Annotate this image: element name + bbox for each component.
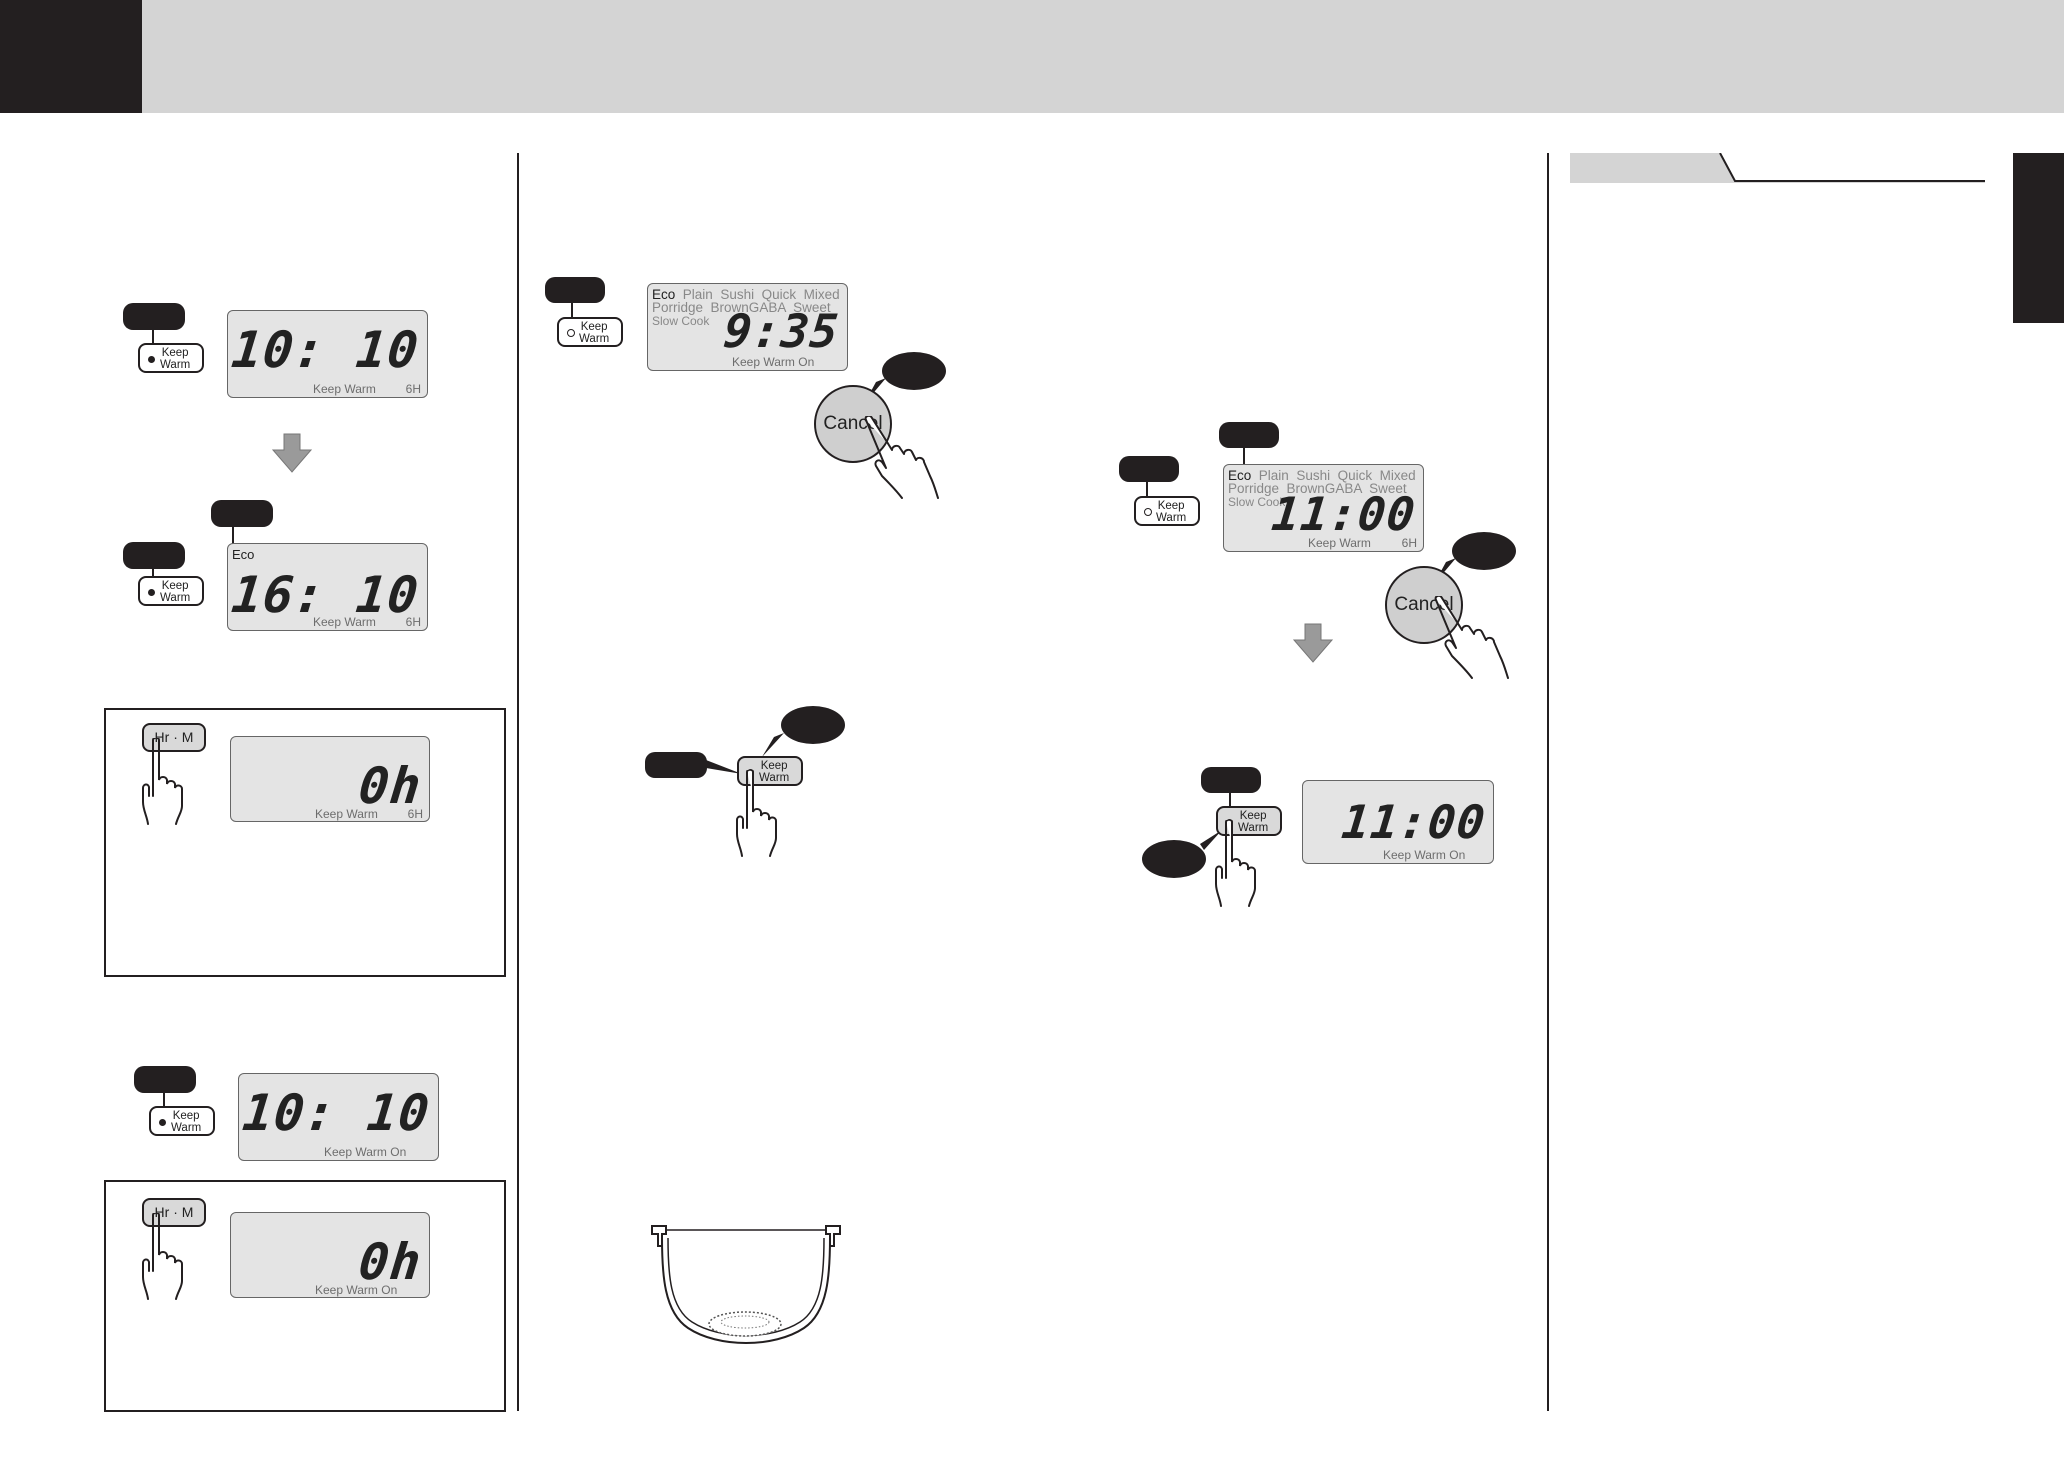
keep-warm-indicator-icon: [148, 589, 155, 596]
speech-bubble: [1142, 840, 1206, 878]
lcd-status: Keep Warm: [313, 615, 376, 629]
lcd-status: Keep Warm: [313, 382, 376, 396]
lcd-mode-row: Porridge BrownGABA Sweet: [1228, 481, 1407, 496]
lcd-mode-row: Eco Plain Sushi Quick Mixed: [1228, 468, 1416, 483]
arrow-down-icon: [271, 433, 313, 473]
step-label-tag: [645, 752, 707, 778]
speech-bubble-tail: [1200, 830, 1222, 850]
lcd-display: 0h Keep Warm 6H: [230, 736, 430, 822]
lcd-mode-row: Eco Plain Sushi Quick Mixed: [652, 287, 840, 302]
note-header-tab: [1570, 153, 1985, 183]
lcd-status: Keep Warm: [1308, 536, 1371, 550]
lcd-mode-row: Slow Cook: [652, 314, 710, 328]
tag-pointer: [571, 303, 573, 323]
keep-warm-button[interactable]: Keep Warm: [138, 343, 204, 373]
lcd-time: 0h: [355, 1233, 425, 1291]
speech-bubble: [882, 352, 946, 390]
keep-warm-indicator-icon: [567, 329, 575, 337]
lcd-display: 0h Keep Warm On: [230, 1212, 430, 1298]
lcd-status: Keep Warm On: [1383, 848, 1466, 862]
lcd-hours: 6H: [405, 615, 421, 629]
pressing-hand-icon: [1434, 596, 1509, 679]
lcd-status: Keep Warm On: [315, 1283, 398, 1297]
side-index-tab: [2013, 153, 2064, 323]
step-label-tag: [1219, 422, 1279, 448]
tag-pointer: [163, 1093, 165, 1117]
step-label-tag: [134, 1066, 196, 1093]
page-header-bar: [0, 0, 2064, 113]
step-label-tag: [1119, 456, 1179, 482]
pressing-hand-icon: [864, 416, 939, 499]
lcd-time: 10: 10: [229, 321, 423, 379]
step-label-tag: [211, 500, 273, 527]
tag-pointer: [152, 330, 154, 354]
lcd-display: Eco Plain Sushi Quick Mixed Porridge Bro…: [647, 283, 848, 371]
keep-warm-indicator-icon: [159, 1119, 166, 1126]
lcd-status: Keep Warm: [315, 807, 378, 821]
note-box: [104, 1180, 506, 1412]
tag-pointer: [706, 760, 742, 774]
inner-pot-icon: [651, 1225, 841, 1344]
step-label-tag: [123, 303, 185, 330]
lcd-display: 11:00 Keep Warm On: [1302, 780, 1494, 864]
tag-pointer: [232, 527, 234, 547]
page-header-tab: [0, 0, 142, 113]
speech-bubble: [781, 706, 845, 744]
keep-warm-button[interactable]: Keep Warm: [557, 317, 623, 347]
lcd-display: Eco 16: 10 Keep Warm 6H: [227, 543, 428, 631]
lcd-hours: 6H: [407, 807, 423, 821]
lcd-time: 9:35: [721, 304, 842, 358]
speech-bubble: [1452, 532, 1516, 570]
tag-pointer: [1146, 482, 1148, 500]
lcd-mode-row: Slow Cook: [1228, 495, 1286, 509]
step-label-tag: [123, 542, 185, 569]
keep-warm-button[interactable]: Keep Warm: [1134, 496, 1200, 526]
pressing-hand-icon: [1215, 820, 1256, 907]
note-box: [104, 708, 506, 977]
pressing-hand-icon: [736, 770, 777, 857]
column-divider-1: [517, 153, 519, 1411]
keep-warm-indicator-icon: [1144, 508, 1152, 516]
step-label-tag: [1201, 767, 1261, 793]
lcd-time: 16: 10: [229, 566, 423, 624]
arrow-down-icon: [1292, 623, 1334, 663]
speech-bubble-tail: [762, 733, 784, 757]
tag-pointer: [1243, 448, 1245, 466]
pressing-hand-icon: [142, 1213, 183, 1300]
lcd-time: 11:00: [1268, 487, 1418, 541]
lcd-mode-row: Porridge BrownGABA Sweet: [652, 300, 831, 315]
column-divider-2: [1547, 153, 1549, 1411]
lcd-display: 10: 10 Keep Warm 6H: [227, 310, 428, 398]
tag-pointer: [1229, 793, 1231, 809]
lcd-display: Eco Plain Sushi Quick Mixed Porridge Bro…: [1223, 464, 1424, 552]
step-label-tag: [545, 277, 605, 303]
lcd-time: 10: 10: [240, 1084, 434, 1142]
lcd-status: Keep Warm On: [324, 1145, 407, 1159]
hr-m-button[interactable]: Hr · M: [142, 1198, 206, 1227]
lcd-mode: Eco: [232, 547, 255, 562]
lcd-status: Keep Warm On: [732, 355, 815, 369]
pressing-hand-icon: [142, 738, 183, 825]
keep-warm-indicator-icon: [148, 356, 155, 363]
lcd-hours: 6H: [405, 382, 421, 396]
lcd-time: 11:00: [1338, 795, 1488, 849]
keep-warm-button[interactable]: Keep Warm: [138, 576, 204, 606]
lcd-time: 0h: [355, 757, 425, 815]
lcd-hours: 6H: [1401, 536, 1417, 550]
keep-warm-button[interactable]: Keep Warm: [149, 1106, 215, 1136]
lcd-display: 10: 10 Keep Warm On: [238, 1073, 439, 1161]
